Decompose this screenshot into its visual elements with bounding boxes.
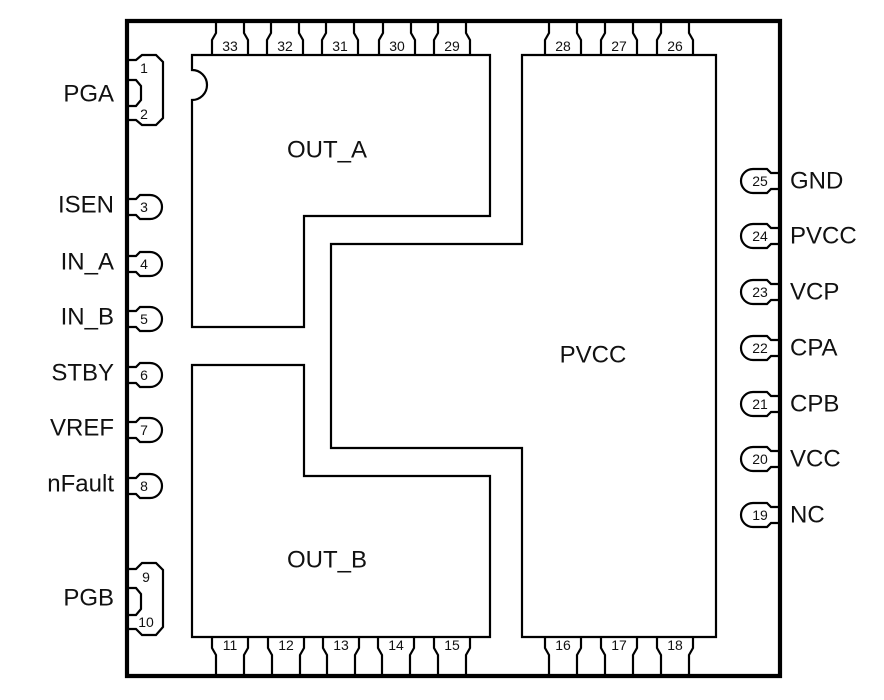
- left-pin-lead: [129, 193, 164, 221]
- right-pin-lead: [739, 222, 778, 250]
- left-pin-lead: [129, 472, 164, 500]
- signal-label-right: GND: [790, 168, 843, 195]
- signal-label-left: nFault: [47, 471, 114, 498]
- bottom-pin-lead: [266, 637, 306, 674]
- left-pin-lead-pga: [129, 53, 165, 127]
- top-pin-lead: [543, 23, 583, 55]
- signal-label-right: VCC: [790, 446, 841, 473]
- pin-number: 30: [389, 38, 405, 54]
- signal-label-left: VREF: [50, 415, 114, 442]
- right-pin-lead: [739, 334, 778, 362]
- top-pin-lead: [432, 23, 472, 55]
- right-pin-lead: [739, 278, 778, 306]
- bottom-pin-lead: [543, 637, 583, 674]
- pad-label-out-b: OUT_B: [287, 547, 367, 574]
- right-pin-lead: [739, 445, 778, 473]
- pin-number: 29: [444, 38, 460, 54]
- bottom-pin-lead: [655, 637, 695, 674]
- pin-number: 8: [140, 478, 148, 494]
- pin-number: 10: [138, 614, 154, 630]
- pad-out-a: [190, 53, 492, 329]
- pin-number: 23: [752, 284, 768, 300]
- pin-number: 16: [555, 637, 571, 653]
- pin-number: 24: [752, 228, 768, 244]
- signal-label-left: IN_A: [61, 249, 114, 276]
- signal-label-left: PGB: [63, 585, 114, 612]
- pin-number: 32: [277, 38, 293, 54]
- top-pin-lead: [320, 23, 360, 55]
- top-pin-lead: [599, 23, 639, 55]
- pin-number: 22: [752, 340, 768, 356]
- signal-label-left: STBY: [51, 360, 114, 387]
- bottom-pin-lead: [432, 637, 472, 674]
- bottom-pin-lead: [599, 637, 639, 674]
- pin-number: 18: [667, 637, 683, 653]
- pin-number: 4: [140, 256, 148, 272]
- top-pin-lead: [265, 23, 305, 55]
- top-pin-lead: [210, 23, 250, 55]
- bottom-pin-lead: [321, 637, 361, 674]
- pin-number: 19: [752, 507, 768, 523]
- pad-label-out-a: OUT_A: [287, 137, 367, 164]
- signal-label-right: CPB: [790, 391, 839, 418]
- left-pin-lead: [129, 416, 164, 444]
- pin-number: 11: [223, 637, 238, 653]
- package-outline: [124, 18, 783, 679]
- pin-number: 31: [332, 38, 348, 54]
- pin-number: 9: [142, 569, 150, 585]
- pin-number: 33: [222, 38, 238, 54]
- pin-number: 2: [140, 106, 148, 122]
- signal-label-right: CPA: [790, 335, 838, 362]
- pin-number: 3: [140, 199, 148, 215]
- pin-number: 20: [752, 451, 768, 467]
- left-pin-lead: [129, 305, 164, 333]
- pin-number: 5: [140, 311, 148, 327]
- bottom-pin-lead: [376, 637, 416, 674]
- bottom-pin-lead: [210, 637, 250, 674]
- top-pin-lead: [377, 23, 417, 55]
- pad-pvcc: [329, 53, 718, 639]
- left-pin-lead: [129, 361, 164, 389]
- pin-number: 7: [140, 422, 148, 438]
- pin-number: 13: [333, 637, 349, 653]
- signal-label-left: PGA: [63, 81, 114, 108]
- signal-label-right: PVCC: [790, 223, 857, 250]
- pin-number: 26: [667, 38, 683, 54]
- signal-label-right: VCP: [790, 279, 839, 306]
- pin-number: 17: [611, 637, 627, 653]
- pin-number: 27: [611, 38, 627, 54]
- pin-number: 21: [752, 396, 768, 412]
- left-pin-lead-pgb: [129, 561, 165, 637]
- top-pin-lead: [655, 23, 695, 55]
- pin-number: 25: [752, 173, 768, 189]
- pin-number: 15: [444, 637, 460, 653]
- pad-out-b: [190, 363, 492, 639]
- right-pin-lead: [739, 167, 778, 195]
- pin-number: 12: [278, 637, 294, 653]
- pin-number: 14: [388, 637, 404, 653]
- signal-label-left: IN_B: [61, 304, 114, 331]
- right-pin-lead: [739, 501, 778, 529]
- pad-label-pvcc: PVCC: [560, 342, 627, 369]
- signal-label-right: NC: [790, 502, 825, 529]
- right-pin-lead: [739, 390, 778, 418]
- pin-number: 28: [555, 38, 571, 54]
- pin-number: 1: [140, 60, 148, 76]
- pin-number: 6: [140, 367, 148, 383]
- signal-label-left: ISEN: [58, 192, 114, 219]
- left-pin-lead: [129, 250, 164, 278]
